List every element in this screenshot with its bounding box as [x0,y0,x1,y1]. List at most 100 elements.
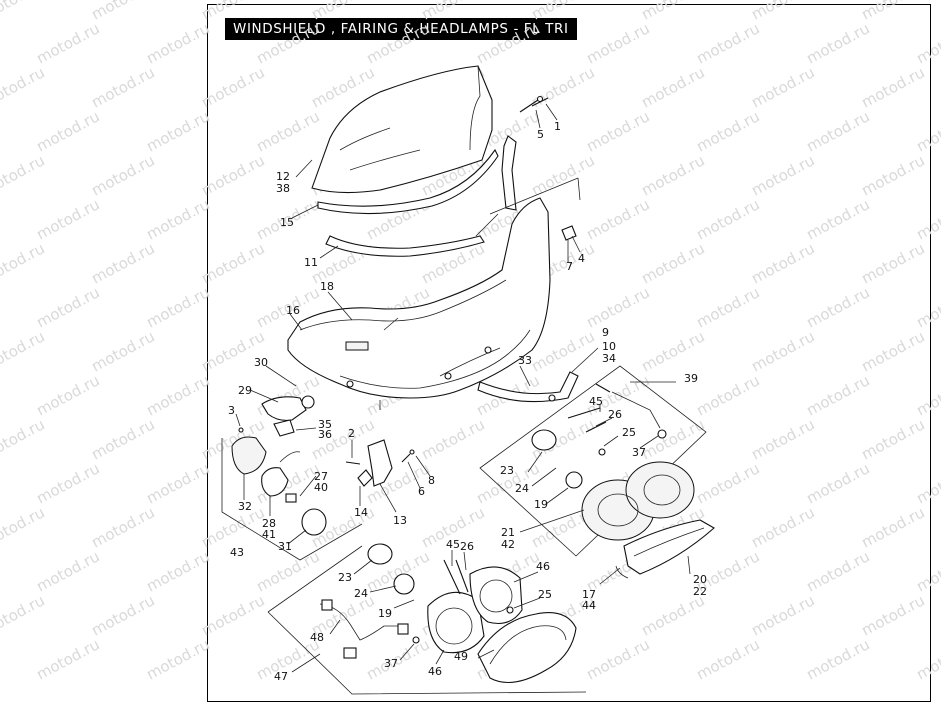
callout-number: 25 [538,588,552,601]
callout-number: 36 [318,428,332,441]
callout-number: 18 [320,280,334,293]
watermark-text: motod.ru [803,459,872,507]
watermark-text: motod.ru [858,415,927,463]
watermark-text: motod.ru [638,151,707,199]
turn-signal-assembly [221,395,363,561]
callout-number: 45 [589,395,603,408]
watermark-text: motod.ru [143,195,212,243]
fairing-trim-strip [325,235,485,257]
watermark-text: motod.ru [143,19,212,67]
windshield-screws [519,95,549,113]
windshield [311,65,517,215]
callout-number: 23 [500,464,514,477]
watermark-text: motod.ru [88,239,157,287]
callout-number: 42 [501,538,515,551]
callout-number: 22 [693,585,707,598]
watermark-text: motod.ru [693,459,762,507]
watermark-text: motod.ru [803,547,872,595]
watermark-text: motod.ru [88,415,157,463]
callout-number: 46 [428,665,442,678]
callout-number: 43 [230,546,244,559]
callout-number: 1 [554,120,561,133]
watermark-text: motod.ru [858,327,927,375]
watermark-text: motod.ru [913,371,941,419]
watermark-text: motod.ru [913,107,941,155]
watermark-text: motod.ru [88,591,157,639]
watermark-text: motod.ru [748,63,817,111]
watermark-text: motod.ru [0,591,48,639]
watermark-text: motod.ru [913,459,941,507]
watermark-text: motod.ru [693,371,762,419]
watermark-text: motod.ru [858,151,927,199]
watermark-text: motod.ru [0,415,48,463]
watermark-text: motod.ru [33,107,102,155]
watermark-text: motod.ru [913,635,941,683]
callout-number: 29 [238,384,252,397]
callout-number: 45 [446,538,460,551]
watermark-text: motod.ru [583,283,652,331]
watermark-text: motod.ru [748,0,817,24]
diagram-frame [207,4,931,702]
callout-number: 39 [684,372,698,385]
callout-number: 8 [428,474,435,487]
callout-number: 34 [602,352,616,365]
callout-number: 19 [534,498,548,511]
callout-number: 3 [228,404,235,417]
watermark-text: motod.ru [803,635,872,683]
watermark-text: motod.ru [253,547,322,595]
callout-number: 47 [274,670,288,683]
callout-number: 7 [566,260,573,273]
callout-number: 14 [354,506,368,519]
watermark-text: motod.ru [858,503,927,551]
watermark-text: motod.ru [748,327,817,375]
callout-number: 35 [318,418,332,431]
watermark-text: motod.ru [198,239,267,287]
watermark-text: motod.ru [693,19,762,67]
callout-number: 23 [338,571,352,584]
watermark-text: motod.ru [33,19,102,67]
watermark-text: motod.ru [143,635,212,683]
watermark-text: motod.ru [363,635,432,683]
callout-number: 31 [278,540,292,553]
watermark-text: motod.ru [473,19,542,67]
watermark-text: motod.ru [363,19,432,67]
watermark-text: motod.ru [803,19,872,67]
watermark-text: motod.ru [913,547,941,595]
watermark-text: motod.ru [913,195,941,243]
callout-number: 4 [578,252,585,265]
watermark-text: motod.ru [33,371,102,419]
watermark-text: motod.ru [33,283,102,331]
watermark-text: motod.ru [0,327,48,375]
callout-number: 11 [304,256,318,269]
callout-number: 44 [582,599,596,612]
callout-number: 17 [582,588,596,601]
callout-number: 26 [460,540,474,553]
watermark-text: motod.ru [198,0,267,24]
watermark-text: motod.ru [693,195,762,243]
watermark-text: motod.ru [143,547,212,595]
callout-number: 2 [348,427,355,440]
watermark-text: motod.ru [143,283,212,331]
watermark-text: motod.ru [33,547,102,595]
callout-number: 20 [693,573,707,586]
callout-number: 37 [632,446,646,459]
watermark-text: motod.ru [0,0,48,24]
watermark-text: motod.ru [198,151,267,199]
watermark-text: motod.ru [583,195,652,243]
leader-lines [235,103,691,673]
watermark-text: motod.ru [198,63,267,111]
callout-number: 32 [238,500,252,513]
callout-number: 21 [501,526,515,539]
watermark-text: motod.ru [638,239,707,287]
callout-number: 37 [384,657,398,670]
watermark-text: motod.ru [88,503,157,551]
watermark-text: motod.ru [858,591,927,639]
diagram-title: WINDSHIELD , FAIRING & HEADLAMPS - FL TR… [225,18,577,40]
callout-number: 6 [418,485,425,498]
fairing-clip [489,177,581,241]
watermark-text: motod.ru [748,415,817,463]
watermark-text: motod.ru [0,63,48,111]
watermark-text: motod.ru [33,459,102,507]
fairing-outer [287,197,551,399]
